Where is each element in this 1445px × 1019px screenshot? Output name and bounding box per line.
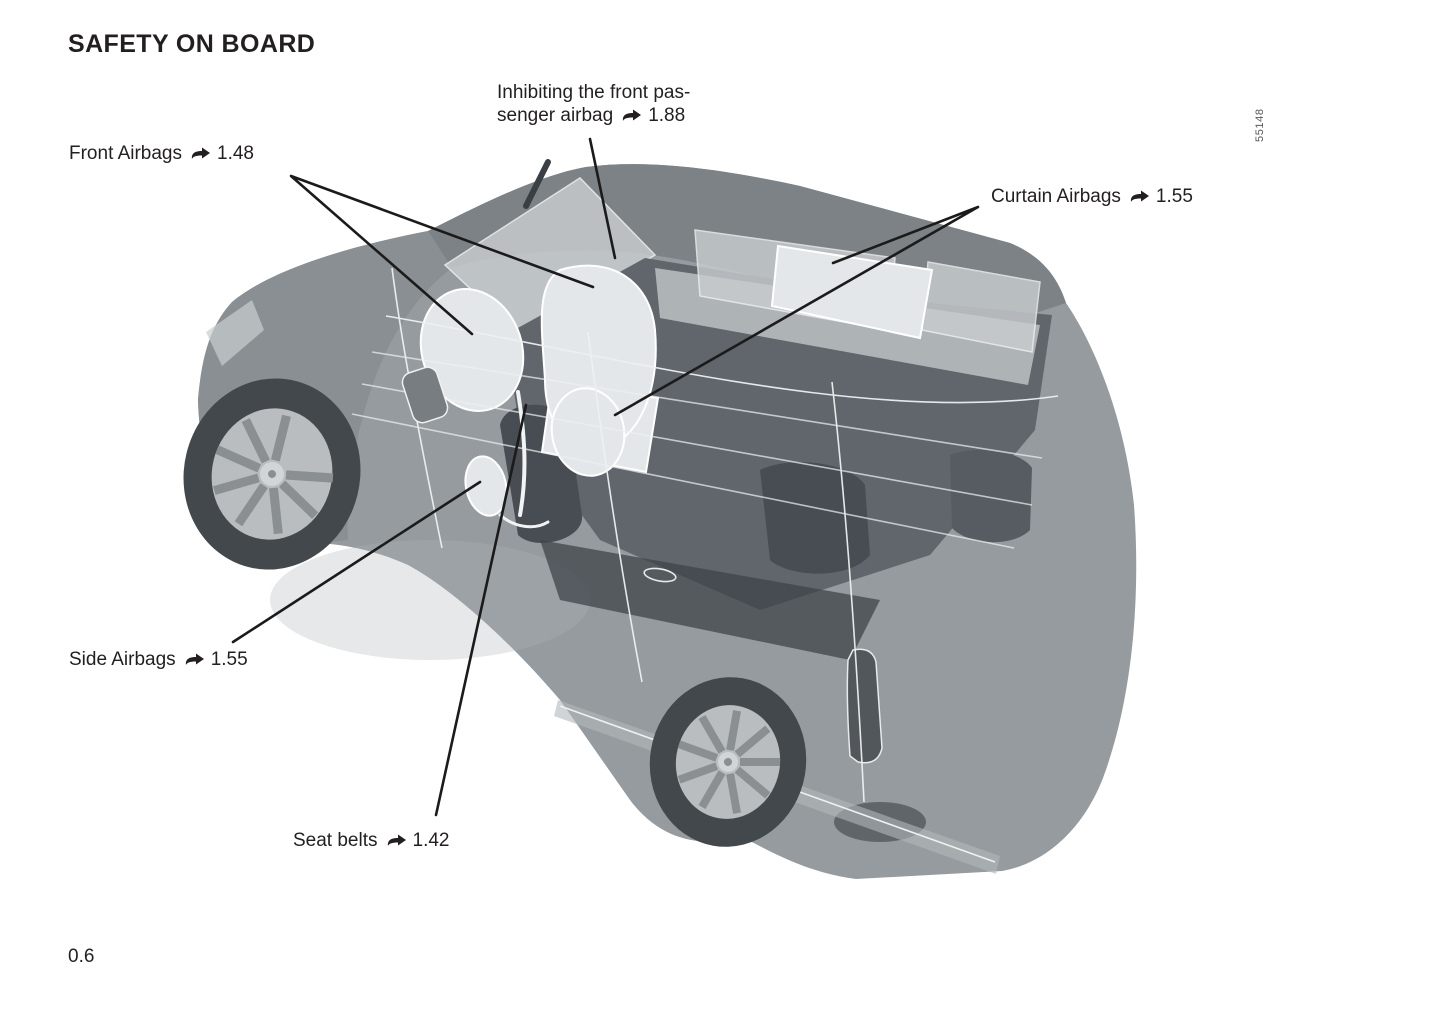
- label-text: Front Airbags: [69, 143, 182, 164]
- callout-line-curtain-airbags: [613, 205, 980, 417]
- page-reference: 1.48: [217, 143, 254, 164]
- page-reference: 1.55: [210, 649, 248, 670]
- label-text: Seat belts: [293, 830, 378, 851]
- label-text: Side Airbags: [69, 649, 176, 670]
- roof-antenna: [523, 159, 551, 209]
- callout-line-inhibiting-passenger-airbag: [588, 137, 617, 260]
- page-reference: 1.88: [648, 105, 686, 126]
- label-front-airbags: Front Airbags 1.48: [69, 142, 254, 165]
- page-reference-arrow-icon: [387, 834, 406, 846]
- front-airbags-shape: [419, 264, 657, 477]
- page-reference-arrow-icon: [185, 653, 204, 665]
- label-inhibiting-passenger-airbag: Inhibiting the front pas- senger airbag 1…: [497, 81, 690, 127]
- page-reference-arrow-icon: [191, 147, 210, 159]
- label-text: senger airbag: [497, 105, 614, 126]
- callout-line-front-airbags: [289, 174, 595, 336]
- label-side-airbags: Side Airbags 1.55: [69, 648, 248, 671]
- page-number: 0.6: [68, 946, 95, 967]
- page-reference: 1.55: [1155, 186, 1193, 207]
- label-seat-belts: Seat belts 1.42: [293, 829, 449, 852]
- page-reference-arrow-icon: [623, 109, 642, 121]
- figure-number: 55148: [1254, 108, 1266, 142]
- page-reference-arrow-icon: [1130, 190, 1149, 202]
- label-curtain-airbags: Curtain Airbags 1.55: [991, 185, 1193, 208]
- label-text: Inhibiting the front pas-: [497, 82, 691, 103]
- door-mirror: [401, 366, 449, 424]
- page-reference: 1.42: [412, 830, 450, 851]
- rear-wheel: [649, 677, 807, 847]
- front-wheel: [183, 378, 361, 570]
- label-text: Curtain Airbags: [991, 186, 1121, 207]
- callout-lines: [231, 137, 980, 817]
- page-title: SAFETY ON BOARD: [68, 30, 316, 58]
- callout-line-side-airbags: [231, 480, 482, 644]
- callout-line-seat-belts: [434, 403, 528, 817]
- taillight: [846, 648, 883, 764]
- seat-belt-shape: [498, 390, 550, 529]
